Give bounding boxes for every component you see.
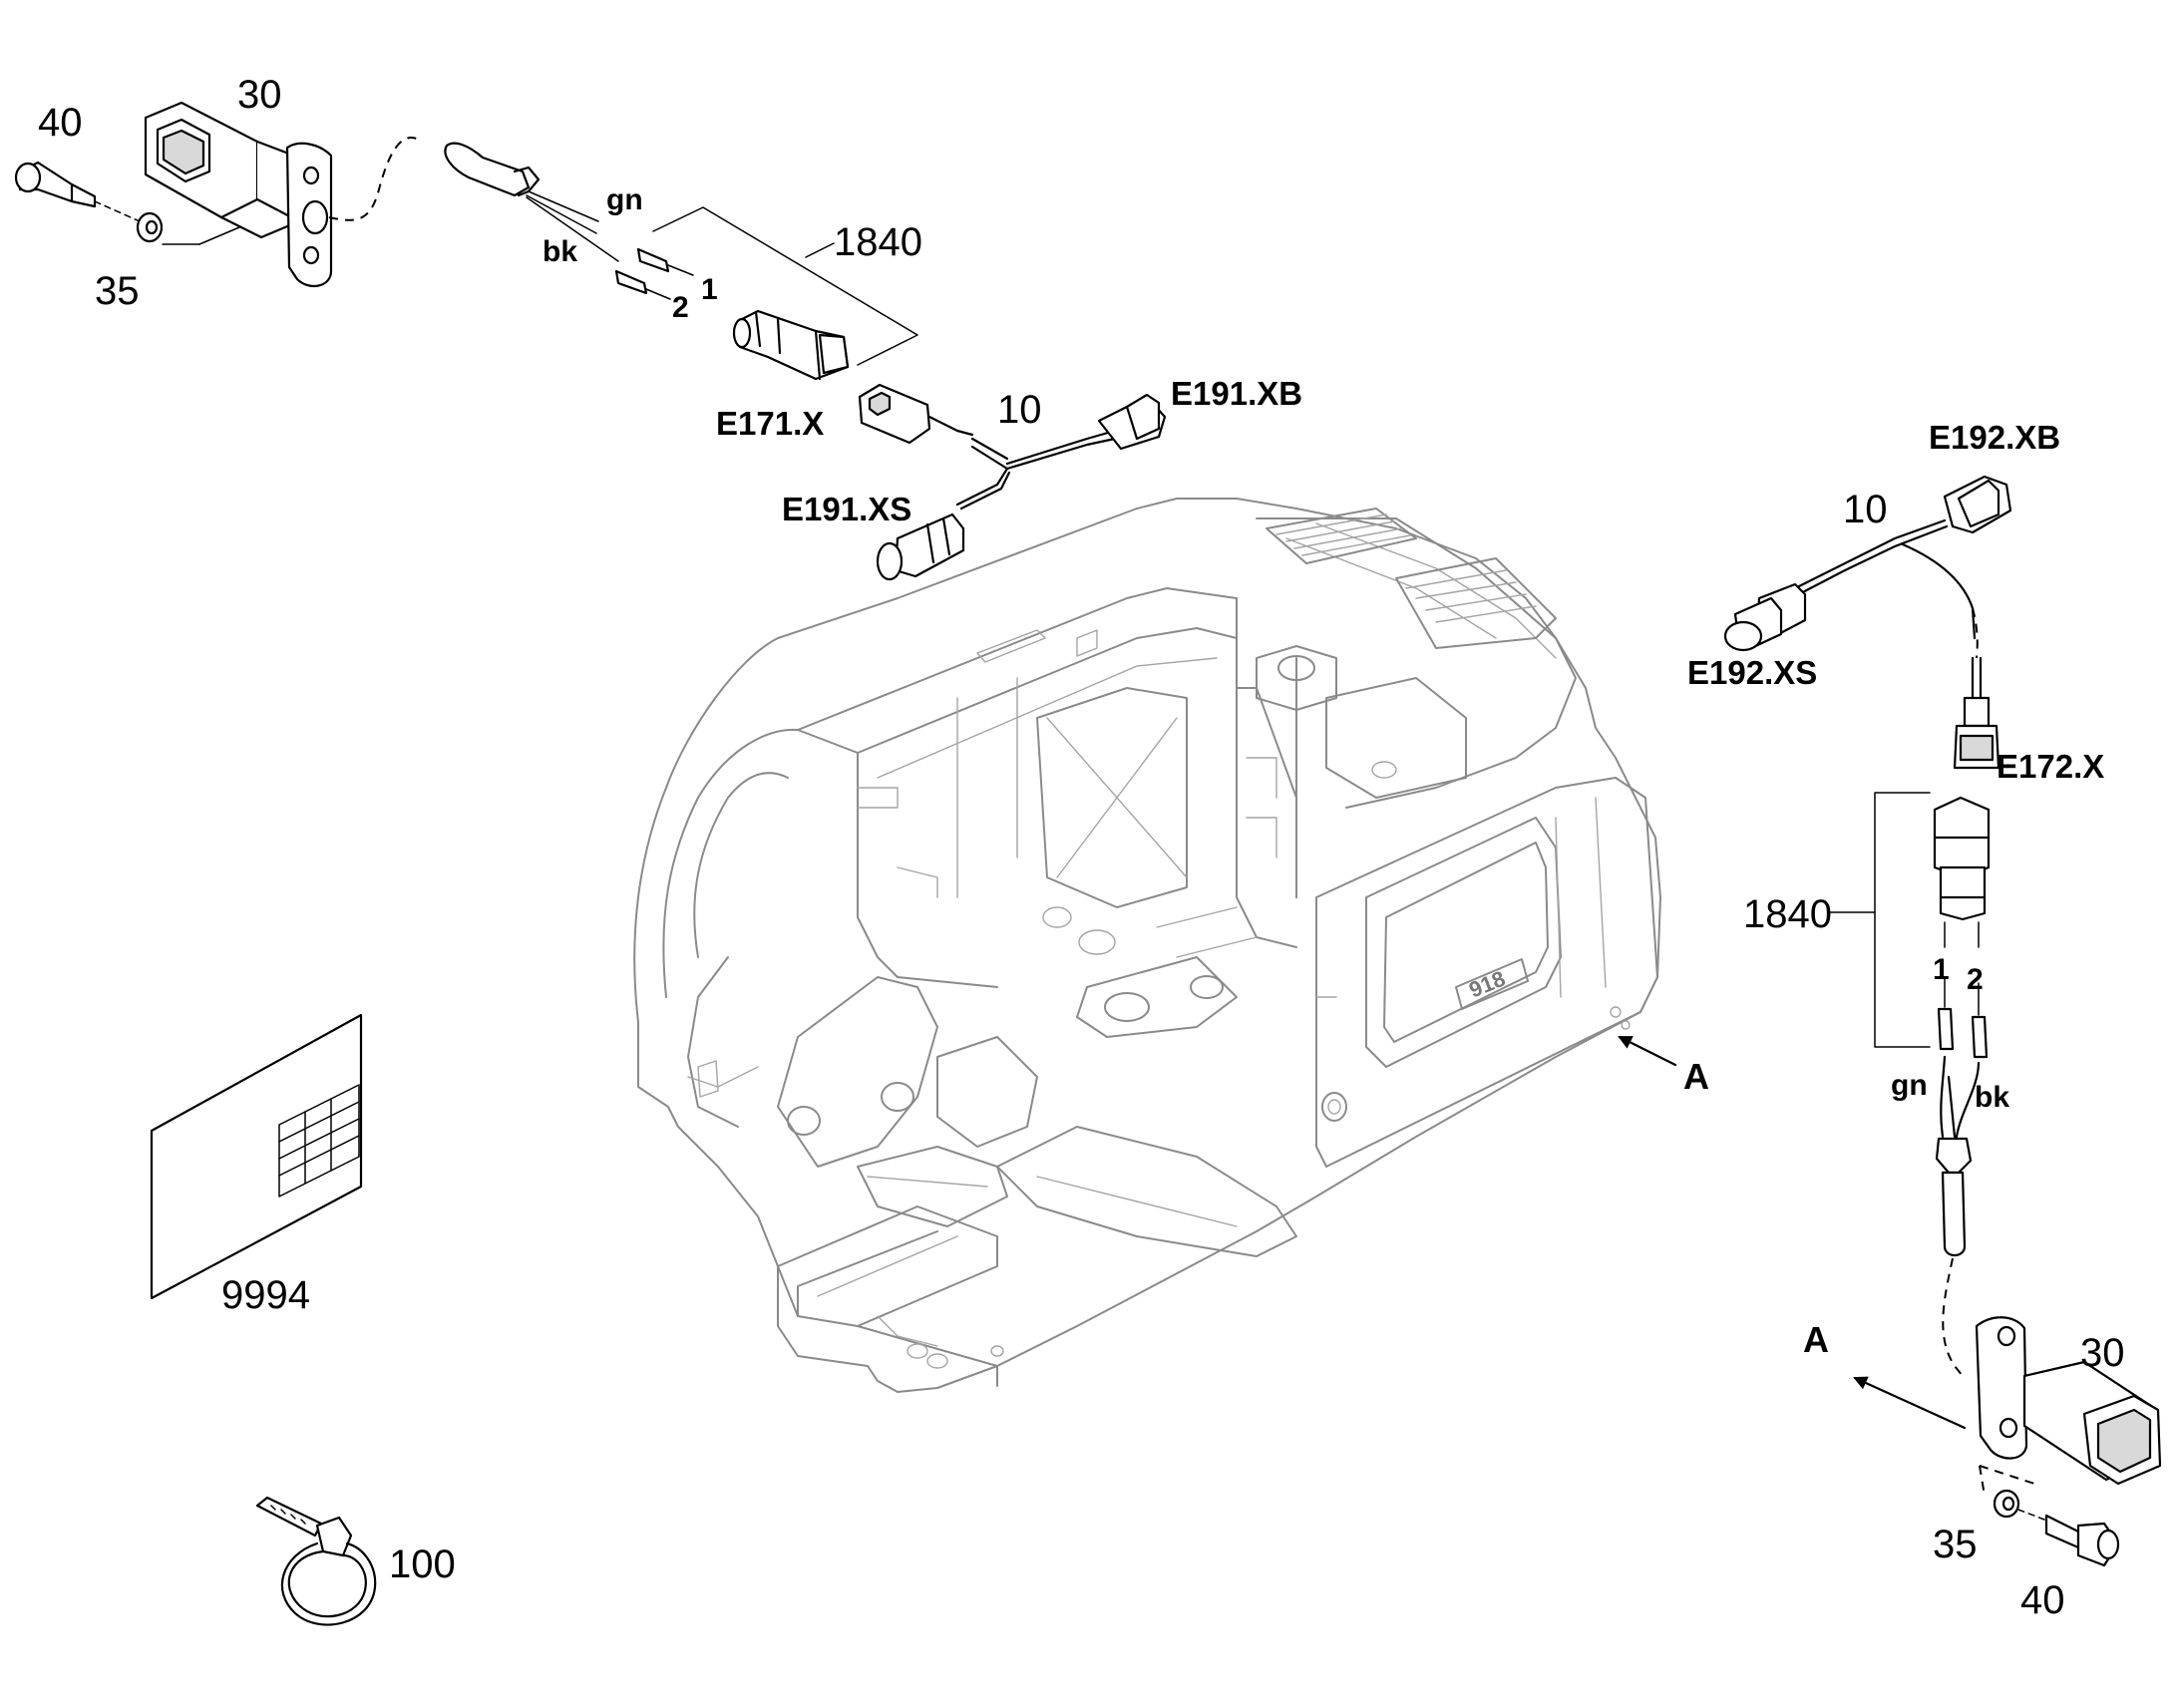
- callout-set-left: 1840: [834, 220, 922, 264]
- label-right-gn: gn: [1891, 1069, 1928, 1102]
- right-harness: [1723, 475, 2012, 770]
- engine-grille: [1266, 508, 1557, 649]
- labels: 40 30 35 1840 10 10 1840 30 35 40 9994 1…: [38, 73, 2125, 1622]
- label-e191xs: E191.XS: [782, 491, 911, 527]
- label-left-pin-1: 1: [701, 273, 718, 306]
- left-bolt: [14, 161, 141, 222]
- right-lamp-assembly: [1723, 475, 2162, 1567]
- lower-tray: [777, 1205, 1004, 1387]
- callout-washer-right: 35: [1933, 1523, 1978, 1566]
- left-harness: [858, 383, 1167, 581]
- callout-cable-tie: 100: [389, 1542, 456, 1586]
- callout-lamp-right: 30: [2080, 1331, 2125, 1375]
- left-set-bracket: [652, 206, 918, 366]
- label-right-pin-1: 1: [1933, 953, 1950, 986]
- label-e192xb: E192.XB: [1929, 419, 2060, 456]
- e171x-connector: [732, 309, 850, 381]
- label-e172x: E172.X: [1997, 748, 2104, 785]
- right-set-bracket: [1874, 792, 1931, 1048]
- callout-set-right: 1840: [1743, 892, 1832, 936]
- callout-plug-left: 40: [38, 101, 83, 145]
- machine-badge-text: 918: [1465, 966, 1508, 1003]
- label-left-pin-2: 2: [672, 291, 689, 324]
- callout-harness-left: 10: [997, 388, 1042, 432]
- callout-harness-right: 10: [1843, 488, 1888, 531]
- label-e171x: E171.X: [716, 405, 824, 442]
- right-connector-housing: [1933, 796, 1991, 1059]
- left-lamp-body: [144, 101, 333, 288]
- left-cable-path: [328, 137, 420, 221]
- right-lamp-body: [1975, 1316, 2162, 1486]
- label-right-bk: bk: [1975, 1081, 2009, 1114]
- left-grommet: [444, 142, 619, 262]
- excavator-upper-frame: 918: [633, 498, 1677, 1393]
- left-washer: [136, 211, 240, 245]
- callout-document: 9994: [221, 1273, 310, 1317]
- right-view-arrow: [1618, 1035, 1677, 1067]
- left-pins: [614, 247, 694, 300]
- right-grommet: [1935, 1055, 1981, 1377]
- label-left-bk: bk: [543, 235, 577, 268]
- left-lamp-assembly: [14, 101, 1167, 581]
- label-left-gn: gn: [606, 183, 643, 216]
- cable-tie: [255, 1496, 377, 1626]
- label-view-a-right: A: [1683, 1056, 1709, 1097]
- callout-plug-right: 40: [2020, 1578, 2065, 1622]
- right-side-panel: [1315, 777, 1658, 1168]
- right-washer-bolt: [1979, 1465, 2120, 1567]
- label-e192xs: E192.XS: [1687, 654, 1817, 691]
- label-view-a-lower: A: [1803, 1319, 1829, 1360]
- label-e191xb: E191.XB: [1171, 375, 1302, 412]
- label-right-pin-2: 2: [1967, 963, 1984, 996]
- lower-view-arrow: [1853, 1376, 1967, 1430]
- document-sheet: [150, 1013, 363, 1300]
- callout-washer-left: 35: [95, 269, 140, 313]
- callout-lamp-left: 30: [237, 73, 282, 117]
